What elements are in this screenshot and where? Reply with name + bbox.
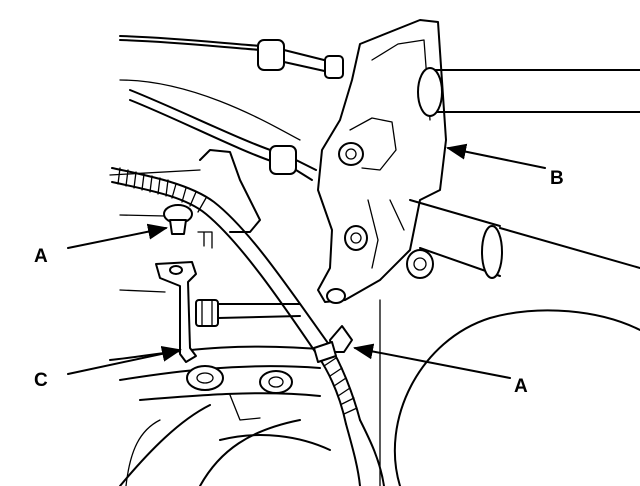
arrow-a-left xyxy=(67,223,168,249)
clip-a-right xyxy=(313,325,353,363)
leader-arrows xyxy=(67,143,546,379)
callout-a-left: A xyxy=(34,246,48,267)
bracket-b xyxy=(317,19,447,304)
housing-right xyxy=(379,299,640,486)
bracket-c xyxy=(155,261,301,363)
lower-cable xyxy=(129,89,317,181)
upper-cable xyxy=(119,35,344,79)
upper-shaft xyxy=(417,67,640,117)
callout-c: C xyxy=(34,370,48,391)
arrow-c xyxy=(67,345,182,375)
callout-b: B xyxy=(550,168,564,189)
arrow-a-right xyxy=(353,343,511,379)
clip-a-left xyxy=(163,204,213,249)
lower-shaft xyxy=(409,199,640,279)
engine-block-outline xyxy=(109,79,331,486)
callout-a-right: A xyxy=(514,376,528,397)
arrow-b xyxy=(446,143,546,169)
